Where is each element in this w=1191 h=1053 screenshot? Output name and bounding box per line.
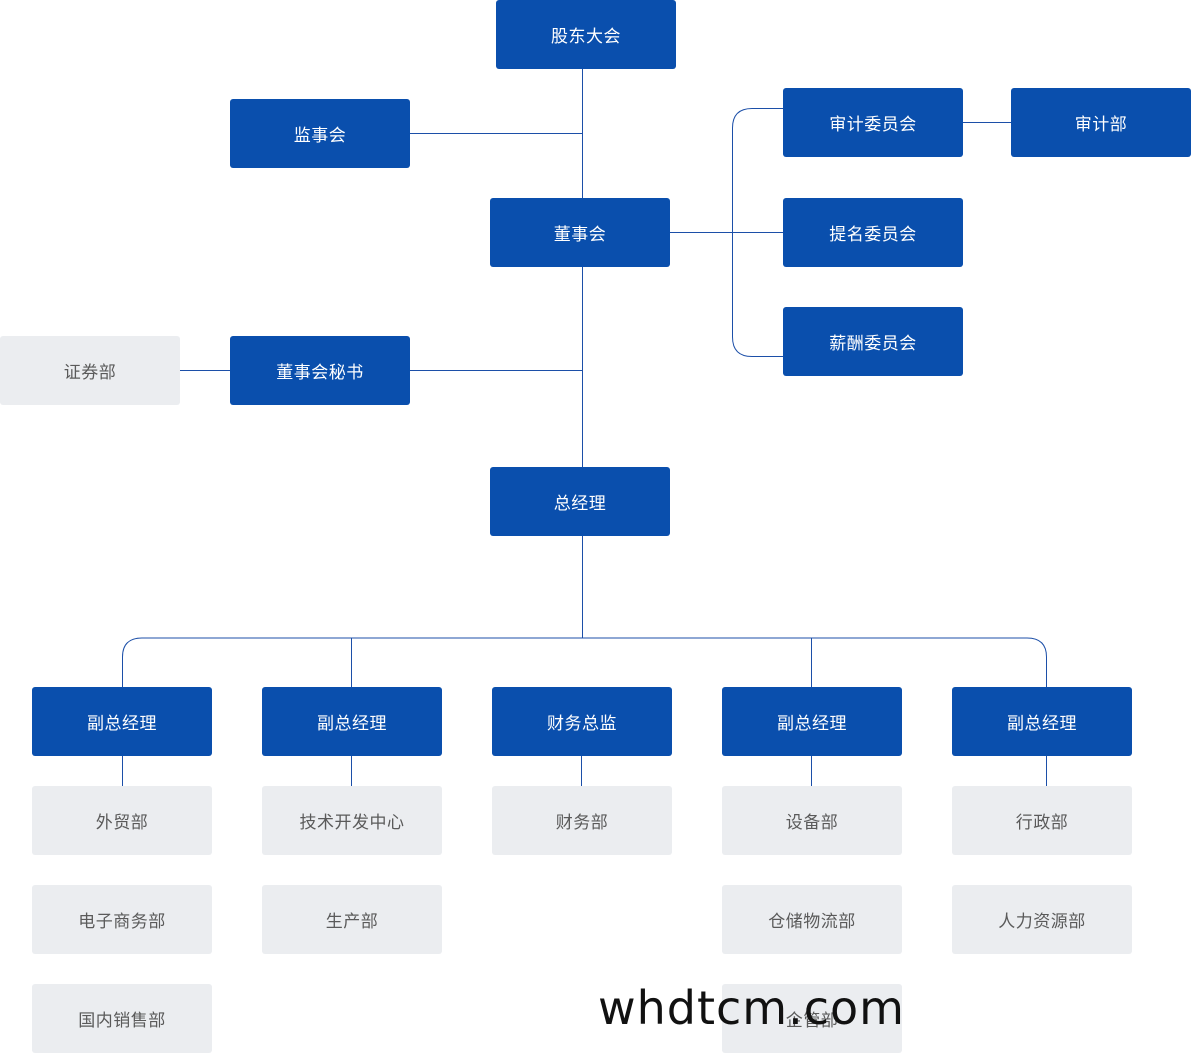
compensation-committee-node: 薪酬委员会 (783, 307, 963, 376)
audit-department-node: 审计部 (1011, 88, 1191, 157)
cfo-node: 财务总监 (492, 687, 672, 756)
board-of-directors-node: 董事会 (490, 198, 670, 267)
department-node: 仓储物流部 (722, 885, 902, 954)
department-node: 国内销售部 (32, 984, 212, 1053)
general-manager-node: 总经理 (490, 467, 670, 536)
department-node: 企管部 (722, 984, 902, 1053)
securities-department-node: 证券部 (0, 336, 180, 405)
shareholders-meeting-node: 股东大会 (496, 0, 676, 69)
department-node: 设备部 (722, 786, 902, 855)
department-node: 人力资源部 (952, 885, 1132, 954)
watermark-text: whdtcm.com (598, 981, 905, 1035)
audit-committee-node: 审计委员会 (783, 88, 963, 157)
department-node: 电子商务部 (32, 885, 212, 954)
manager-node: 副总经理 (722, 687, 902, 756)
manager-node: 副总经理 (32, 687, 212, 756)
department-node: 财务部 (492, 786, 672, 855)
board-secretary-node: 董事会秘书 (230, 336, 410, 405)
department-node: 生产部 (262, 885, 442, 954)
manager-node: 副总经理 (262, 687, 442, 756)
department-node: 行政部 (952, 786, 1132, 855)
nomination-committee-node: 提名委员会 (783, 198, 963, 267)
manager-node: 副总经理 (952, 687, 1132, 756)
supervisory-board-node: 监事会 (230, 99, 410, 168)
department-node: 技术开发中心 (262, 786, 442, 855)
department-node: 外贸部 (32, 786, 212, 855)
